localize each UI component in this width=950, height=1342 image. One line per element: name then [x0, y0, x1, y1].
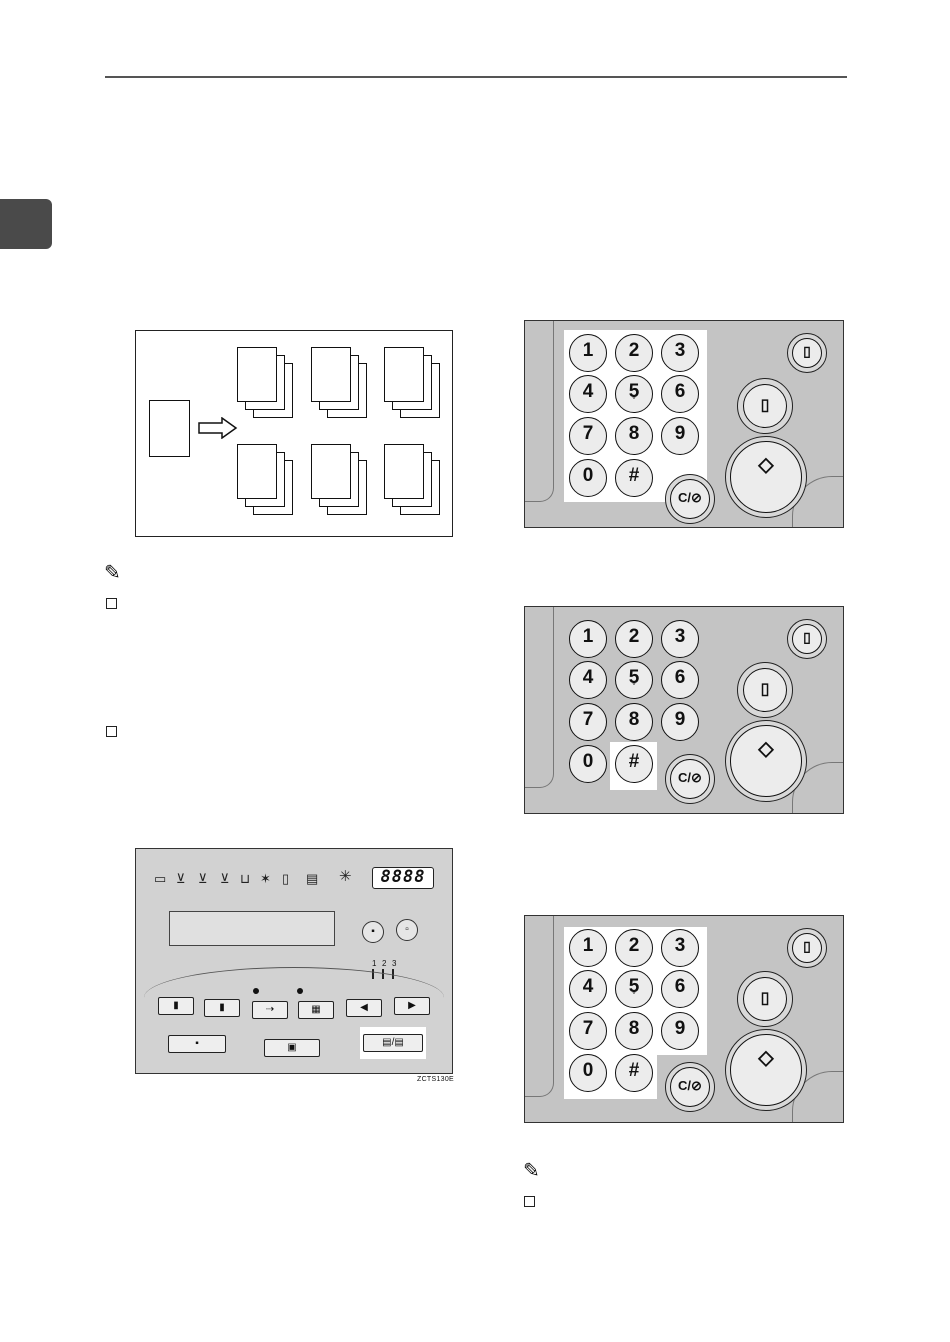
hash-key[interactable]: #: [615, 745, 653, 783]
number-key-7[interactable]: 7: [569, 417, 607, 455]
number-key-6[interactable]: 6: [661, 970, 699, 1008]
number-key-0[interactable]: 0: [569, 459, 607, 497]
keypad-illustration-1: 1 2 3 4 5° 6 7 8 9 0 # C/⊘ ◇ ▯ ▯: [524, 320, 844, 528]
indicator-dot: [297, 988, 303, 994]
number-key-9[interactable]: 9: [661, 1012, 699, 1050]
sample-copy-key[interactable]: ▯: [787, 333, 827, 373]
interrupt-key[interactable]: ▣: [264, 1039, 320, 1057]
start-key[interactable]: ◇: [725, 1029, 807, 1111]
sample-copy-key[interactable]: ▯: [787, 619, 827, 659]
start-key[interactable]: ◇: [725, 436, 807, 518]
number-key-1[interactable]: 1: [569, 929, 607, 967]
sample-page-icon: ▯: [793, 343, 821, 360]
note-checkbox-icon: [106, 726, 117, 737]
number-key-6[interactable]: 6: [661, 661, 699, 699]
note-checkbox-icon: [106, 598, 117, 609]
misfeed-icon: ✶: [260, 871, 271, 887]
number-key-4[interactable]: 4: [569, 661, 607, 699]
number-key-1[interactable]: 1: [569, 334, 607, 372]
note-pencil-icon: ✎: [104, 563, 121, 583]
page-icon: ▯: [744, 395, 786, 415]
page-icon: ▯: [744, 988, 786, 1008]
note-pencil-icon: ✎: [523, 1161, 540, 1181]
number-key-7[interactable]: 7: [569, 1012, 607, 1050]
hash-key[interactable]: #: [615, 459, 653, 497]
start-diamond-icon: ◇: [731, 452, 801, 477]
edge-erase-key[interactable]: ▮: [158, 997, 194, 1015]
number-key-5[interactable]: 5°: [615, 970, 653, 1008]
sort-stack-key-highlight: ▤/▤: [360, 1027, 426, 1059]
number-key-9[interactable]: 9: [661, 703, 699, 741]
paper-icon: ▯: [282, 871, 289, 887]
number-key-4[interactable]: 4: [569, 375, 607, 413]
margin-key[interactable]: ▮: [204, 999, 240, 1017]
indicator-dot: [253, 988, 259, 994]
number-key-2[interactable]: 2: [615, 929, 653, 967]
control-panel-illustration: ▭ ⊻ ⊻ ⊻ ⊔ ✶ ▯ ▤ ✳ 8888 ▪ ▫ 1 2 3 ▮ ▮ ⇢ ▦…: [135, 848, 453, 1074]
clear-stop-key[interactable]: C/⊘: [665, 474, 715, 524]
keypad-illustration-3: 1 2 3 4 5° 6 7 8 9 0 # C/⊘ ◇ ▯ ▯: [524, 915, 844, 1123]
duplex-key[interactable]: ⇢: [252, 1001, 288, 1019]
sample-copy-key[interactable]: ▯: [787, 928, 827, 968]
chapter-tab: [0, 199, 52, 249]
header-rule: [105, 76, 847, 78]
clear-stop-key[interactable]: C/⊘: [665, 754, 715, 804]
number-key-9[interactable]: 9: [661, 417, 699, 455]
sort-illustration: [135, 330, 453, 537]
number-key-0[interactable]: 0: [569, 745, 607, 783]
program-key[interactable]: ▪: [168, 1035, 226, 1053]
original-type-key[interactable]: ▪: [362, 921, 384, 943]
memory-key[interactable]: ▯: [737, 378, 793, 434]
number-key-1[interactable]: 1: [569, 620, 607, 658]
tray-icon: ⊻: [176, 871, 186, 887]
hash-key[interactable]: #: [615, 1054, 653, 1092]
number-key-0[interactable]: 0: [569, 1054, 607, 1092]
number-key-5[interactable]: 5°: [615, 375, 653, 413]
enter-key[interactable]: ▫: [396, 919, 418, 941]
tray-icon: ⊻: [220, 871, 230, 887]
sort-stack-key[interactable]: ▤/▤: [363, 1034, 423, 1052]
number-key-3[interactable]: 3: [661, 620, 699, 658]
toner-icon: ▭: [154, 871, 166, 887]
original-sheet: [149, 400, 190, 457]
stack-indicator-icon: ✳: [339, 867, 352, 885]
figure-code: ZCTS130E: [417, 1076, 454, 1083]
clear-stop-key[interactable]: C/⊘: [665, 1062, 715, 1112]
right-arrow-key[interactable]: ▶: [394, 997, 430, 1015]
number-key-3[interactable]: 3: [661, 929, 699, 967]
tray-open-icon: ⊔: [240, 871, 250, 887]
tray-icon: ⊻: [198, 871, 208, 887]
memory-key[interactable]: ▯: [737, 971, 793, 1027]
note-checkbox-icon: [524, 1196, 535, 1207]
arrow-right-icon: [198, 417, 238, 439]
number-key-2[interactable]: 2: [615, 620, 653, 658]
sort-icon: ▤: [306, 871, 318, 887]
number-key-3[interactable]: 3: [661, 334, 699, 372]
start-diamond-icon: ◇: [731, 1045, 801, 1070]
sample-page-icon: ▯: [793, 629, 821, 646]
message-display: [169, 911, 335, 946]
keypad-illustration-2: 1 2 3 4 5° 6 7 8 9 0 # C/⊘ ◇ ▯ ▯: [524, 606, 844, 814]
number-key-8[interactable]: 8: [615, 1012, 653, 1050]
number-key-4[interactable]: 4: [569, 970, 607, 1008]
combine-key[interactable]: ▦: [298, 1001, 334, 1019]
left-arrow-key[interactable]: ◀: [346, 999, 382, 1017]
start-key[interactable]: ◇: [725, 720, 807, 802]
number-key-5[interactable]: 5°: [615, 661, 653, 699]
number-key-8[interactable]: 8: [615, 703, 653, 741]
number-key-8[interactable]: 8: [615, 417, 653, 455]
copy-counter-display: 8888: [372, 867, 434, 889]
page-icon: ▯: [744, 679, 786, 699]
sample-page-icon: ▯: [793, 938, 821, 955]
number-key-2[interactable]: 2: [615, 334, 653, 372]
number-key-7[interactable]: 7: [569, 703, 607, 741]
memory-key[interactable]: ▯: [737, 662, 793, 718]
number-key-6[interactable]: 6: [661, 375, 699, 413]
start-diamond-icon: ◇: [731, 736, 801, 761]
